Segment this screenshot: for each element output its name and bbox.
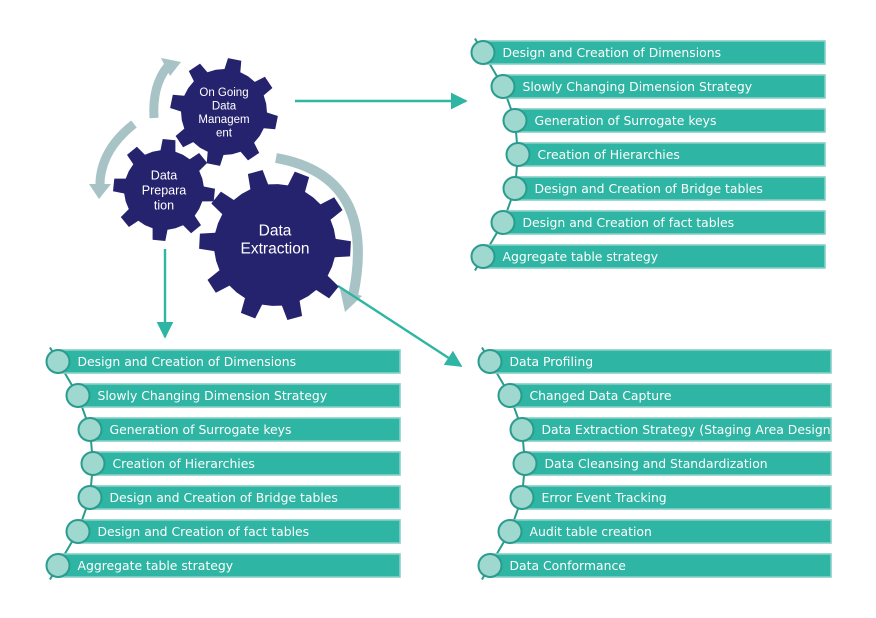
connector-arrows bbox=[156, 92, 468, 368]
list-item-label: Generation of Surrogate keys bbox=[110, 422, 292, 437]
extract-gear-label-line: Extraction bbox=[241, 240, 310, 257]
list-item: Data Extraction Strategy (Staging Area D… bbox=[509, 417, 836, 442]
list-item-label: Slowly Changing Dimension Strategy bbox=[523, 79, 753, 94]
list-item-label: Design and Creation of Dimensions bbox=[503, 45, 722, 60]
list-item-knob bbox=[470, 40, 496, 65]
curved-arrow-left-head bbox=[89, 184, 111, 199]
prep-gear-label-line: Prepara bbox=[142, 183, 187, 197]
list-item-label: Design and Creation of fact tables bbox=[98, 524, 310, 539]
list-item: Data Profiling bbox=[477, 349, 832, 374]
list-item-label: Aggregate table strategy bbox=[503, 249, 659, 264]
list-item: Generation of Surrogate keys bbox=[77, 417, 401, 442]
list-item: Design and Creation of fact tables bbox=[65, 519, 401, 544]
list-item: Design and Creation of Bridge tables bbox=[77, 485, 401, 510]
curved-arrow-left bbox=[95, 120, 137, 191]
list-item-knob bbox=[477, 349, 503, 374]
ongoing-gear-shape bbox=[170, 58, 278, 166]
list-item-knob bbox=[490, 210, 516, 235]
list-item-label: Data Extraction Strategy (Staging Area D… bbox=[542, 422, 836, 437]
list-item: Slowly Changing Dimension Strategy bbox=[490, 74, 826, 99]
list-item-knob bbox=[470, 244, 496, 269]
list-item-label: Creation of Hierarchies bbox=[538, 147, 680, 162]
curved-arrow-top bbox=[149, 63, 172, 119]
list-item: Audit table creation bbox=[497, 519, 832, 544]
list-item-knob bbox=[77, 417, 103, 442]
list-item-knob bbox=[497, 383, 523, 408]
list-item: Creation of Hierarchies bbox=[80, 451, 401, 476]
list-item: Changed Data Capture bbox=[497, 383, 832, 408]
list-item-label: Aggregate table strategy bbox=[78, 558, 234, 573]
list-item: Design and Creation of Bridge tables bbox=[502, 176, 826, 201]
list-item-knob bbox=[509, 485, 535, 510]
curved-arrow-top-head bbox=[161, 58, 181, 76]
curved-arrow-right bbox=[275, 153, 363, 298]
cycle-arrows bbox=[89, 58, 363, 312]
arrow-to-bottom-right bbox=[337, 284, 463, 368]
list-bottom-left: Design and Creation of DimensionsSlowly … bbox=[45, 347, 401, 580]
list-item-knob bbox=[502, 176, 528, 201]
list-item-label: Design and Creation of Bridge tables bbox=[535, 181, 763, 196]
extract-gear-shape bbox=[199, 170, 351, 320]
list-item-knob bbox=[477, 553, 503, 578]
list-item-knob bbox=[65, 383, 91, 408]
list-item-label: Data Profiling bbox=[510, 354, 594, 369]
list-item-knob bbox=[490, 74, 516, 99]
list-item: Slowly Changing Dimension Strategy bbox=[65, 383, 401, 408]
ongoing-gear-label-line: ent bbox=[216, 127, 233, 139]
list-item: Design and Creation of Dimensions bbox=[45, 349, 401, 374]
list-item-knob bbox=[497, 519, 523, 544]
list-item-knob bbox=[512, 451, 538, 476]
list-item: Aggregate table strategy bbox=[470, 244, 826, 269]
list-item: Creation of Hierarchies bbox=[505, 142, 826, 167]
list-item: Error Event Tracking bbox=[509, 485, 832, 510]
list-item-knob bbox=[65, 519, 91, 544]
list-item-label: Changed Data Capture bbox=[530, 388, 672, 403]
list-item-label: Creation of Hierarchies bbox=[113, 456, 255, 471]
list-item-label: Design and Creation of Bridge tables bbox=[110, 490, 338, 505]
list-item-label: Slowly Changing Dimension Strategy bbox=[98, 388, 328, 403]
list-item-label: Design and Creation of Dimensions bbox=[78, 354, 297, 369]
list-item: Design and Creation of fact tables bbox=[490, 210, 826, 235]
prep-gear-label-line: tion bbox=[154, 198, 174, 212]
list-item: Aggregate table strategy bbox=[45, 553, 401, 578]
list-item-label: Design and Creation of fact tables bbox=[523, 215, 735, 230]
list-item: Design and Creation of Dimensions bbox=[470, 40, 826, 65]
list-item-knob bbox=[502, 108, 528, 133]
list-item: Data Cleansing and Standardization bbox=[512, 451, 832, 476]
list-item-label: Generation of Surrogate keys bbox=[535, 113, 717, 128]
prep-gear-shape bbox=[113, 139, 215, 241]
list-item-label: Audit table creation bbox=[530, 524, 652, 539]
curved-arrow-right-head bbox=[340, 289, 362, 312]
list-item: Data Conformance bbox=[477, 553, 832, 578]
list-item-label: Error Event Tracking bbox=[542, 490, 667, 505]
list-item-knob bbox=[45, 553, 71, 578]
list-item: Generation of Surrogate keys bbox=[502, 108, 826, 133]
prep-gear-label-line: Data bbox=[151, 168, 177, 182]
list-item-knob bbox=[80, 451, 106, 476]
ongoing-gear-label-line: Data bbox=[212, 100, 237, 112]
ongoing-gear-label-line: On Going bbox=[199, 87, 248, 99]
list-item-knob bbox=[45, 349, 71, 374]
ongoing-gear-label-line: Managem bbox=[198, 114, 249, 126]
list-item-knob bbox=[77, 485, 103, 510]
extract-gear-label-line: Data bbox=[259, 222, 292, 239]
list-item-knob bbox=[505, 142, 531, 167]
list-item-knob bbox=[509, 417, 535, 442]
list-item-label: Data Conformance bbox=[510, 558, 626, 573]
list-item-label: Data Cleansing and Standardization bbox=[545, 456, 768, 471]
list-top-right: Design and Creation of DimensionsSlowly … bbox=[470, 38, 826, 271]
